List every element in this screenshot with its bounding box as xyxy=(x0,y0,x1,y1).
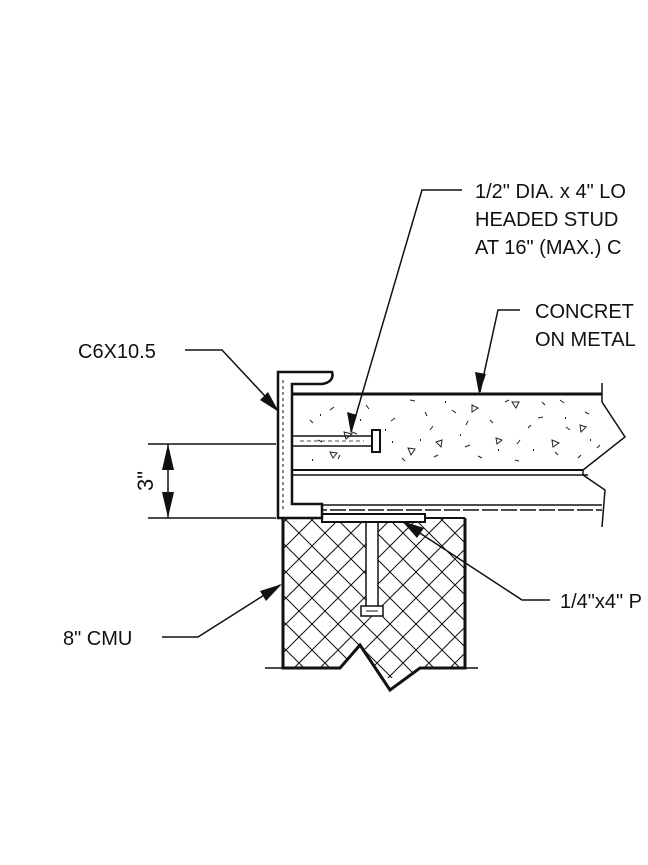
plate-label: 1/4"x4" P xyxy=(560,591,642,613)
anchor-bolt xyxy=(360,519,384,617)
cmu-label: 8" CMU xyxy=(63,628,132,650)
dimension-label: 3" xyxy=(133,471,158,491)
headed-stud xyxy=(292,429,381,453)
leader-cmu xyxy=(162,584,282,638)
stud-label-line3: AT 16" (MAX.) C xyxy=(475,237,621,259)
concrete-slab xyxy=(292,383,627,528)
leader-stud xyxy=(347,189,462,434)
leader-deck xyxy=(475,309,520,394)
stud-label-line1: 1/2" DIA. x 4" LO xyxy=(475,181,626,203)
deck-label-line2: ON METAL xyxy=(535,329,636,351)
bearing-plate xyxy=(321,513,426,523)
dimension-3in: 3" xyxy=(133,443,276,519)
leader-plate xyxy=(402,521,550,601)
deck-label-line1: CONCRET xyxy=(535,301,634,323)
steel-channel xyxy=(276,370,334,520)
leader-channel xyxy=(185,349,279,412)
stud-label-line2: HEADED STUD xyxy=(475,209,618,231)
channel-label: C6X10.5 xyxy=(78,341,156,363)
